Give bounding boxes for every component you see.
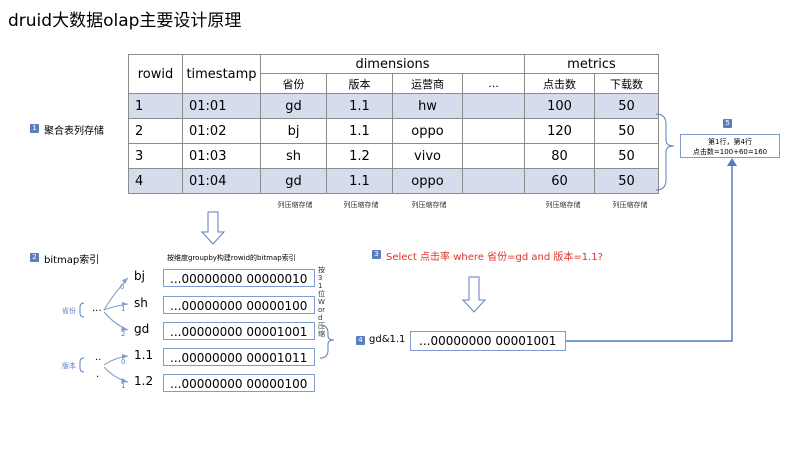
bitmap-key-v12: 1.2 [134, 374, 154, 388]
step-5-badge: 5 [723, 119, 732, 128]
tree-label-province: 省份 [62, 307, 76, 315]
cell-downloads: 50 [594, 118, 659, 144]
cell-timestamp: 01:04 [182, 168, 261, 194]
tree-bracket-province [79, 302, 85, 318]
cell-operator: oppo [392, 168, 463, 194]
table-row: 4 01:04 gd 1.1 oppo 60 50 [128, 168, 659, 194]
edge-label-bj: 0 [120, 283, 125, 291]
bitmap-key-bj: bj [134, 269, 145, 283]
result-sum: 点击数=100+60=160 [692, 148, 768, 156]
result-box: 第1行，第4行 点击数=100+60=160 [680, 134, 780, 158]
col-note-version: 列压缩存储 [343, 201, 379, 209]
edge-label-sh: 1 [121, 305, 126, 313]
tree-arrow-v11 [122, 354, 128, 359]
col-note-province: 列压缩存储 [277, 201, 313, 209]
tree-arrow-gd [121, 326, 128, 331]
tree-dots-version: .. [95, 352, 102, 363]
step-2-badge: 2 [30, 253, 39, 262]
cell-version: 1.1 [326, 93, 393, 119]
step-1-badge: 1 [30, 124, 39, 133]
result-bracket [655, 113, 675, 191]
bitmap-gd: ...00000000 00001001 [163, 322, 315, 340]
cell-empty [462, 93, 525, 119]
tree-dots-province: ... [92, 303, 102, 314]
edge-label-gd: 2 [121, 330, 126, 338]
step-3-badge: 3 [372, 250, 381, 259]
cell-clicks: 60 [524, 168, 595, 194]
cell-rowid: 4 [128, 168, 183, 194]
step-2-label: bitmap索引 [44, 255, 100, 266]
bitmap-sh: ...00000000 00000100 [163, 296, 315, 314]
result-connector-arrowhead [727, 158, 737, 166]
bitmap-v11: ...00000000 00001011 [163, 348, 315, 366]
cell-operator: hw [392, 93, 463, 119]
step-1-label: 聚合表列存储 [44, 126, 104, 137]
cell-rowid: 1 [128, 93, 183, 119]
col-note-downloads: 列压缩存储 [612, 201, 648, 209]
cell-province: gd [260, 168, 327, 194]
tree-bracket-version [79, 357, 85, 373]
compression-note: 按31位Word压缩 [318, 266, 326, 338]
cell-empty [462, 168, 525, 194]
cell-province: bj [260, 118, 327, 144]
edge-label-v11: 0 [121, 358, 126, 366]
down-arrow-table [200, 211, 226, 245]
query-text: Select 点击率 where 省份=gd and 版本=1.1? [386, 252, 603, 263]
tree-arrow-v12 [121, 378, 128, 383]
cell-version: 1.2 [326, 143, 393, 169]
edge-label-v12: 1 [121, 382, 126, 390]
table-row: 1 01:01 gd 1.1 hw 100 50 [128, 93, 659, 119]
bitmap-header: 按维度groupby构建rowid的bitmap索引 [167, 254, 296, 262]
aggregate-table: rowid timestamp dimensions metrics 省份 版本… [128, 54, 659, 194]
bitmap-key-v11: 1.1 [134, 348, 154, 362]
and-brace [319, 324, 335, 359]
col-header-province: 省份 [260, 73, 327, 94]
step-4-badge: 4 [356, 336, 365, 345]
table-row: 3 01:03 sh 1.2 vivo 80 50 [128, 143, 659, 169]
col-header-timestamp: timestamp [182, 54, 261, 94]
cell-timestamp: 01:03 [182, 143, 261, 169]
tree-arrow-sh [122, 302, 128, 306]
cell-province: sh [260, 143, 327, 169]
cell-downloads: 50 [594, 168, 659, 194]
col-header-rowid: rowid [128, 54, 183, 94]
tree-dots-version-2: . [96, 369, 100, 380]
col-note-operator: 列压缩存储 [411, 201, 447, 209]
cell-empty [462, 118, 525, 144]
bitmap-key-gd: gd [134, 322, 150, 336]
bitmap-key-sh: sh [134, 296, 148, 310]
step-4-label: gd&1.1 [369, 334, 406, 345]
cell-timestamp: 01:01 [182, 93, 261, 119]
cell-clicks: 120 [524, 118, 595, 144]
down-arrow-query [461, 276, 487, 313]
cell-timestamp: 01:02 [182, 118, 261, 144]
cell-version: 1.1 [326, 168, 393, 194]
page-title: druid大数据olap主要设计原理 [8, 11, 242, 31]
tree-edge-gd [103, 311, 129, 331]
result-rows: 第1行，第4行 [708, 138, 752, 146]
result-connector [566, 164, 733, 342]
tree-arrow-bj [122, 278, 128, 284]
and-result-bitmap: ...00000000 00001001 [410, 331, 566, 351]
tree-label-version: 版本 [62, 362, 76, 370]
bitmap-v12: ...00000000 00000100 [163, 374, 315, 392]
col-note-clicks: 列压缩存储 [545, 201, 581, 209]
bitmap-bj: ...00000000 00000010 [163, 269, 315, 287]
